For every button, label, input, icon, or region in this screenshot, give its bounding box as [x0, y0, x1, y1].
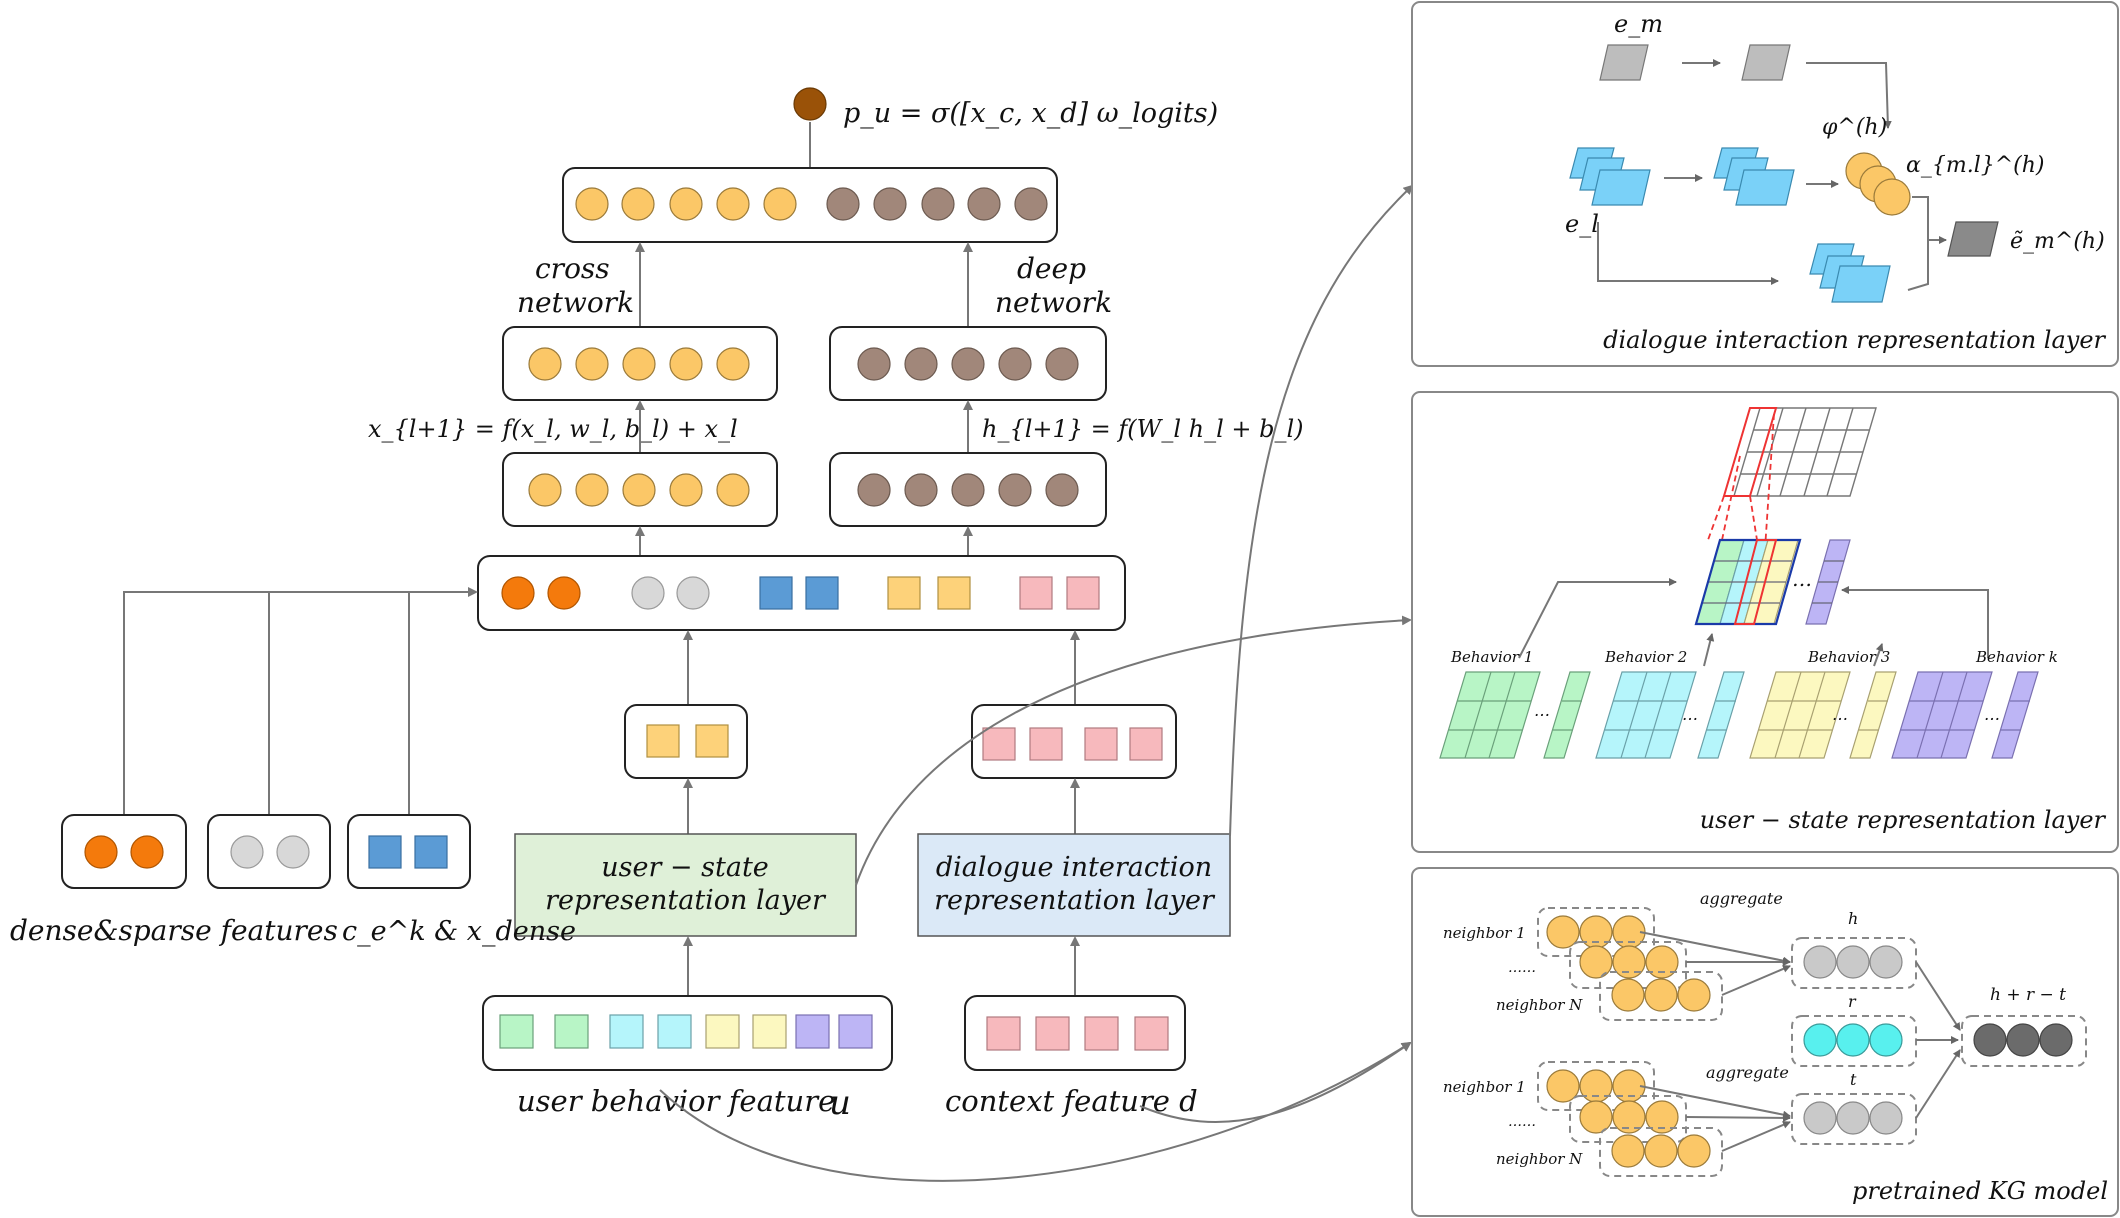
behavior-2-grid [1595, 671, 1745, 759]
alpha-label: α_{m.l}^(h) [1906, 153, 2045, 178]
behavior-3-grid [1749, 671, 1897, 759]
behavior-3-label: Behavior 3 [1807, 648, 1890, 666]
user-state-output [624, 704, 748, 779]
behavior-1-label: Behavior 1 [1450, 648, 1533, 666]
kg-neighbor-1b-label: neighbor 1 [1443, 1078, 1526, 1096]
deep-network-label-1: deep [1017, 252, 1086, 285]
kg-h-nodes [1791, 937, 1917, 989]
output-node [793, 87, 827, 121]
sparse-feature-box [207, 814, 331, 889]
dense-sparse-label: dense&sparse features [10, 914, 338, 947]
dialogue-representation-box: dialogue interaction representation laye… [917, 833, 1231, 937]
deep-formula: h_{l+1} = f(W_l h_l + b_l) [982, 415, 1304, 443]
dialogue-box-line-1: dialogue interaction [936, 852, 1212, 883]
behavior-2-label: Behavior 2 [1604, 648, 1687, 666]
behavior-k-label: Behavior k [1975, 648, 2058, 666]
em-tilde-label: ẽ_m^(h) [2010, 229, 2105, 254]
user-behavior-variable: u [829, 1083, 851, 1123]
kg-hrt-label: h + r − t [1990, 985, 2066, 1005]
cross-layer-1 [502, 452, 778, 527]
cross-formula: x_{l+1} = f(x_l, w_l, b_l) + x_l [368, 415, 738, 443]
cross-network-label-2: network [517, 286, 634, 319]
phi-label: φ^(h) [1822, 115, 1887, 140]
kg-aggregate-label-2: aggregate [1706, 1063, 1789, 1082]
kg-t-label: t [1850, 1070, 1857, 1089]
kg-neighbor-nb-label: neighbor N [1496, 1150, 1583, 1168]
behavior-k-column [1805, 539, 1851, 625]
el-stack-2 [1713, 147, 1795, 206]
panel-dialogue-interaction: dialogue interaction representation laye… [1411, 1, 2119, 367]
kg-neighbor-1-label: neighbor 1 [1443, 924, 1526, 942]
panel-kg-title: pretrained KG model [1852, 1177, 2108, 1205]
user-state-representation-box: user − state representation layer [514, 833, 857, 937]
ce-x-dense-box [347, 814, 471, 889]
concat-behavior-grid [1694, 538, 1802, 626]
kg-hrt-nodes [1961, 1015, 2087, 1067]
deep-layer-1 [829, 452, 1107, 527]
kg-neighbor-dots: …… [1508, 960, 1536, 976]
kg-neighbors-bottom [1537, 1061, 1723, 1177]
deep-network-label-2: network [995, 286, 1112, 319]
attention-nodes [1845, 152, 1911, 216]
attention-map-grid [1733, 407, 1877, 497]
behavior-k-ellipsis: … [1984, 705, 2000, 724]
concat-ellipsis: … [1792, 567, 1812, 591]
behavior-1-ellipsis: … [1534, 701, 1550, 720]
panel-dialogue-title: dialogue interaction representation laye… [1603, 326, 2106, 354]
behavior-3-ellipsis: … [1832, 705, 1848, 724]
output-formula: p_u = σ([x_c, x_d] ω_logits) [843, 98, 1218, 129]
combined-output-layer [562, 167, 1058, 243]
user-behavior-label: user behavior feature [517, 1084, 835, 1118]
kg-neighbor-n-label: neighbor N [1496, 996, 1583, 1014]
cross-network-label-1: cross [535, 252, 610, 285]
behavior-2-ellipsis: … [1682, 705, 1698, 724]
ce-x-dense-label: c_e^k & x_dense [342, 916, 576, 947]
dense-feature-box [61, 814, 187, 889]
behavior-1-grid [1439, 671, 1591, 759]
user-state-box-line-2: representation layer [545, 885, 827, 916]
concat-embedding-layer [477, 555, 1126, 631]
deep-layer-2 [829, 326, 1107, 401]
dialogue-output [971, 704, 1177, 779]
kg-neighbors-top [1537, 907, 1723, 1021]
panel-user-state-title: user − state representation layer [1700, 806, 2107, 834]
user-state-box-line-1: user − state [601, 852, 769, 883]
panel-kg-model: pretrained KG model aggregate aggregate … [1411, 867, 2119, 1217]
el-label: e_l [1565, 210, 1599, 238]
context-feature-box [964, 995, 1186, 1071]
kg-neighbor-dots-b: …… [1508, 1114, 1536, 1130]
kg-h-label: h [1848, 909, 1858, 928]
kg-r-label: r [1848, 992, 1857, 1011]
cross-layer-2 [502, 326, 778, 401]
kg-t-nodes [1791, 1093, 1917, 1145]
el-stack-1 [1569, 147, 1651, 206]
dialogue-box-line-2: representation layer [934, 885, 1216, 916]
user-behavior-feature-box [482, 995, 893, 1071]
em-label: e_m [1614, 10, 1663, 38]
kg-aggregate-label-1: aggregate [1700, 889, 1783, 908]
panel-user-state: user − state representation layer [1411, 391, 2119, 853]
el-stack-3 [1809, 243, 1891, 303]
behavior-k-grid [1891, 671, 2039, 759]
